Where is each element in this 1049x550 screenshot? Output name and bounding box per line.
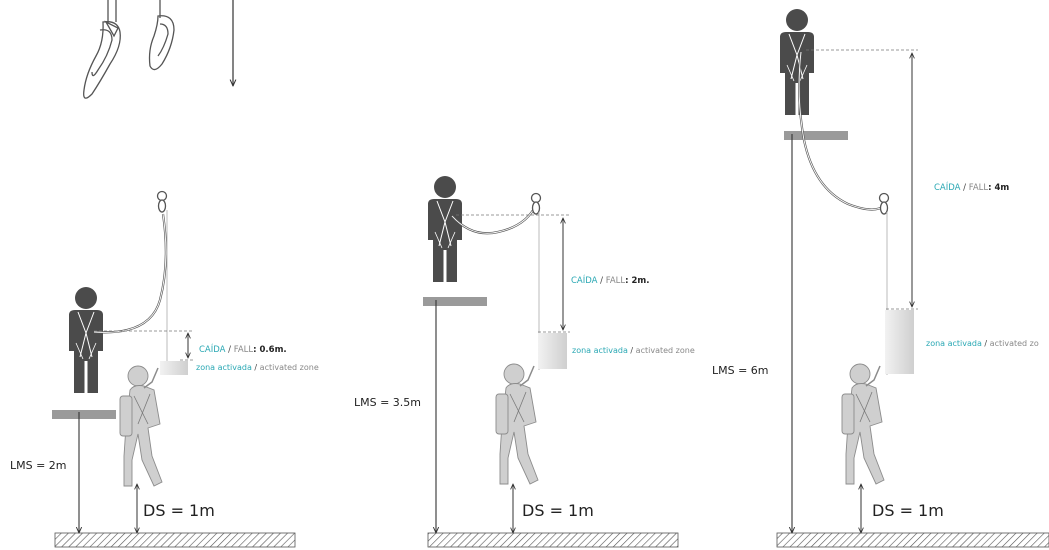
- zone-label-3: zona activada / activated zo: [926, 339, 1039, 348]
- platform-2: [423, 297, 487, 306]
- worker-standing-2: [427, 175, 463, 283]
- fall-label-2: CAÍDA / FALL: 2m.: [571, 274, 650, 286]
- lanyard-1: [93, 213, 167, 334]
- lanyard-2: [451, 204, 537, 235]
- worker-suspended-3: [841, 363, 885, 485]
- carabiners-icon: [83, 0, 175, 99]
- scenario-3: LMS = 6m DS = 1m CAÍDA / FALL: 4m zona a…: [712, 8, 1049, 548]
- fall-label-1: CAÍDA / FALL: 0.6m.: [199, 343, 287, 355]
- ground-3: [776, 532, 1049, 548]
- scenario-1: LMS = 2m DS = 1m CAÍDA / FALL: 0.6m. zon…: [10, 190, 319, 548]
- lms-label-1: LMS = 2m: [10, 459, 67, 472]
- worker-standing-1: [68, 286, 104, 394]
- fall-label-3: CAÍDA / FALL: 4m: [934, 181, 1009, 193]
- lms-label-3: LMS = 6m: [712, 364, 769, 377]
- worker-suspended-1: [119, 365, 163, 487]
- lanyard-3: [797, 51, 885, 211]
- worker-standing-3: [779, 8, 815, 116]
- ground-2: [427, 532, 679, 548]
- anchor-hook-1: [156, 190, 168, 213]
- anchor-hook-3: [878, 192, 890, 215]
- ds-label-2: DS = 1m: [522, 501, 594, 520]
- platform-3: [784, 131, 848, 140]
- ds-label-1: DS = 1m: [143, 501, 215, 520]
- activated-zone-2: [538, 333, 567, 369]
- activated-zone-3: [885, 310, 914, 374]
- anchor-hook-2: [530, 192, 542, 215]
- scenario-2: LMS = 3.5m DS = 1m CAÍDA / FALL: 2m. zon…: [354, 175, 695, 548]
- ds-label-3: DS = 1m: [872, 501, 944, 520]
- platform-1: [52, 410, 116, 419]
- zone-label-2: zona activada / activated zone: [572, 346, 695, 355]
- zone-label-1: zona activada / activated zone: [196, 363, 319, 372]
- activated-zone-1: [160, 361, 188, 375]
- ground-1: [54, 532, 296, 548]
- lms-label-2: LMS = 3.5m: [354, 396, 421, 409]
- worker-suspended-2: [495, 363, 539, 485]
